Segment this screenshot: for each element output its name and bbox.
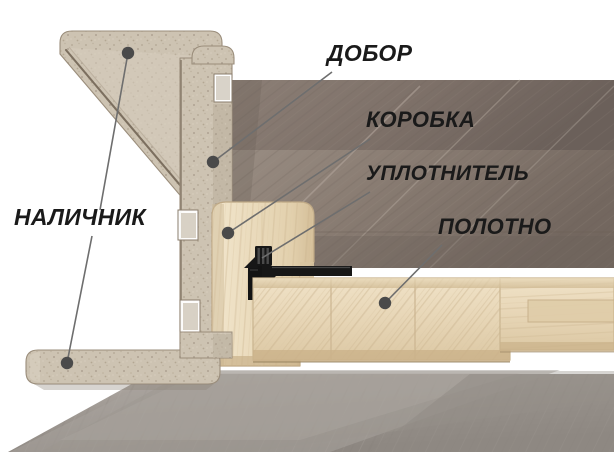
- leader-polotno: [384, 244, 443, 304]
- dot-polotno: [378, 296, 392, 310]
- label-korobka: КОРОБКА: [366, 107, 476, 132]
- leader-dobor: [212, 71, 333, 163]
- label-dobor: ДОБОР: [327, 40, 413, 66]
- leader-uplotnitel: [261, 191, 371, 259]
- casing-leg-foot: [179, 331, 233, 359]
- dot-nalichnik-upper: [121, 46, 135, 60]
- dot-korobka: [221, 226, 235, 240]
- leader-nalichnik-lower: [66, 235, 93, 364]
- callout-leaders: [66, 52, 443, 364]
- label-polotno: ПОЛОТНО: [438, 214, 552, 239]
- polotno-door-leaf: [252, 277, 614, 363]
- label-nalichnik: НАЛИЧНИК: [14, 204, 146, 230]
- leader-nalichnik-upper: [99, 52, 129, 211]
- floor-plane: [8, 370, 614, 452]
- label-uplotnitel: УПЛОТНИТЕЛЬ: [366, 162, 529, 185]
- callout-dots: [60, 46, 392, 370]
- casing-lower-strip: [25, 349, 221, 390]
- dot-dobor: [206, 155, 220, 169]
- leader-korobka: [227, 138, 371, 234]
- dot-nalichnik-lower: [60, 356, 74, 370]
